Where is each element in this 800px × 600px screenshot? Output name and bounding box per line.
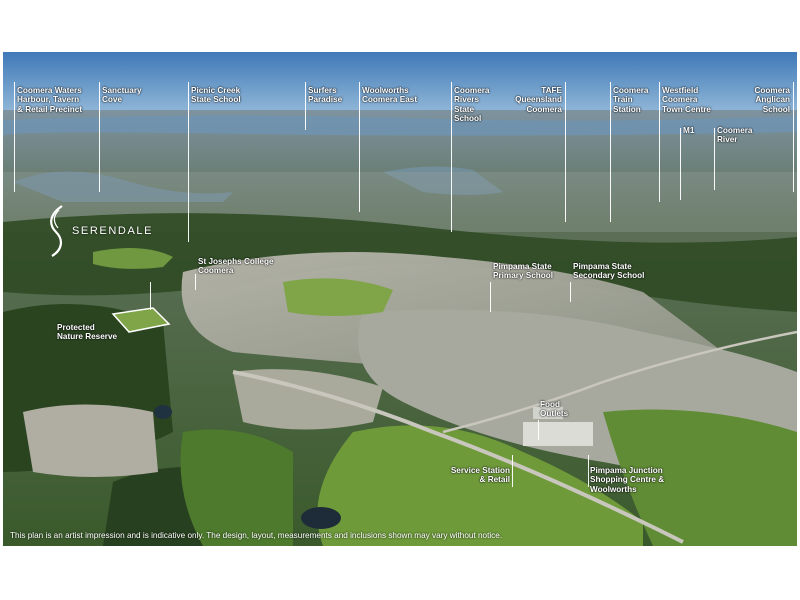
leader-pimpama-secondary bbox=[570, 282, 571, 302]
label-surfers-paradise: Surfers Paradise bbox=[308, 86, 343, 105]
field-west bbox=[93, 248, 173, 269]
leader-coomera-river bbox=[714, 128, 715, 190]
label-pimpama-secondary: Pimpama State Secondary School bbox=[573, 262, 645, 281]
leader-coomera-anglican bbox=[793, 82, 794, 192]
river-lagoon bbox=[383, 166, 503, 195]
label-m1: M1 bbox=[683, 126, 695, 135]
label-picnic-creek: Picnic Creek State School bbox=[191, 86, 241, 105]
leader-m1 bbox=[680, 128, 681, 200]
suburb-south bbox=[233, 369, 383, 430]
leader-picnic-creek bbox=[188, 82, 189, 242]
shopping-centre-roof bbox=[523, 422, 593, 446]
lake-1 bbox=[301, 507, 341, 529]
leader-coomera-waters bbox=[14, 82, 15, 192]
leader-service-station bbox=[512, 455, 513, 487]
label-coomera-waters: Coomera Waters Harbour, Tavern & Retail … bbox=[17, 86, 83, 114]
label-food-outlets: Food Outlets bbox=[540, 400, 569, 419]
leader-tafe bbox=[565, 82, 566, 222]
leader-food-outlets bbox=[538, 420, 539, 440]
leader-surfers-paradise bbox=[305, 82, 306, 130]
brand-name: SERENDALE bbox=[72, 225, 154, 237]
leader-westfield bbox=[659, 82, 660, 202]
label-pimpama-primary: Pimpama State Primary School bbox=[493, 262, 554, 281]
leader-coomera-train bbox=[610, 82, 611, 222]
label-coomera-rivers: Coomera Rivers State School bbox=[454, 86, 490, 124]
leader-sanctuary-cove bbox=[99, 82, 100, 192]
aerial-photo bbox=[3, 52, 797, 546]
label-coomera-anglican: Coomera Anglican School bbox=[754, 86, 791, 114]
label-pimpama-junction: Pimpama Junction Shopping Centre & Woolw… bbox=[590, 466, 665, 494]
field-1 bbox=[283, 278, 393, 316]
label-protected-reserve: Protected Nature Reserve bbox=[57, 323, 118, 342]
label-coomera-train: Coomera Train Station bbox=[613, 86, 649, 114]
label-sanctuary-cove: Sanctuary Cove bbox=[102, 86, 142, 105]
food-outlets-roof bbox=[533, 407, 563, 419]
fairways bbox=[180, 429, 293, 546]
secondary-road bbox=[442, 330, 797, 434]
suburb-west bbox=[23, 404, 158, 477]
label-tafe: TAFE Queensland Coomera bbox=[515, 86, 562, 114]
protected-reserve-outline bbox=[111, 307, 171, 333]
leader-st-josephs bbox=[195, 274, 196, 290]
leader-woolworths-coomera-east bbox=[359, 82, 360, 212]
label-service-station: Service Station & Retail bbox=[450, 466, 510, 485]
coomera-waters bbox=[13, 171, 233, 202]
label-woolworths-coomera-east: Woolworths Coomera East bbox=[362, 86, 418, 105]
aerial-scene bbox=[3, 52, 797, 546]
leader-pimpama-junction bbox=[588, 455, 589, 487]
lake-2 bbox=[154, 405, 172, 419]
label-coomera-river: Coomera River bbox=[717, 126, 753, 145]
main-road bbox=[232, 370, 684, 544]
leader-reserve bbox=[150, 282, 151, 310]
leader-coomera-rivers bbox=[451, 82, 452, 232]
label-st-josephs: St Josephs College Coomera bbox=[198, 257, 274, 276]
disclaimer: This plan is an artist impression and is… bbox=[10, 531, 503, 540]
field-east bbox=[603, 409, 797, 546]
leader-pimpama-primary bbox=[490, 282, 491, 312]
golf-course bbox=[317, 425, 643, 546]
s-swirl-icon bbox=[50, 205, 63, 257]
ocean bbox=[3, 115, 797, 136]
label-westfield: Westfield Coomera Town Centre bbox=[662, 86, 711, 114]
